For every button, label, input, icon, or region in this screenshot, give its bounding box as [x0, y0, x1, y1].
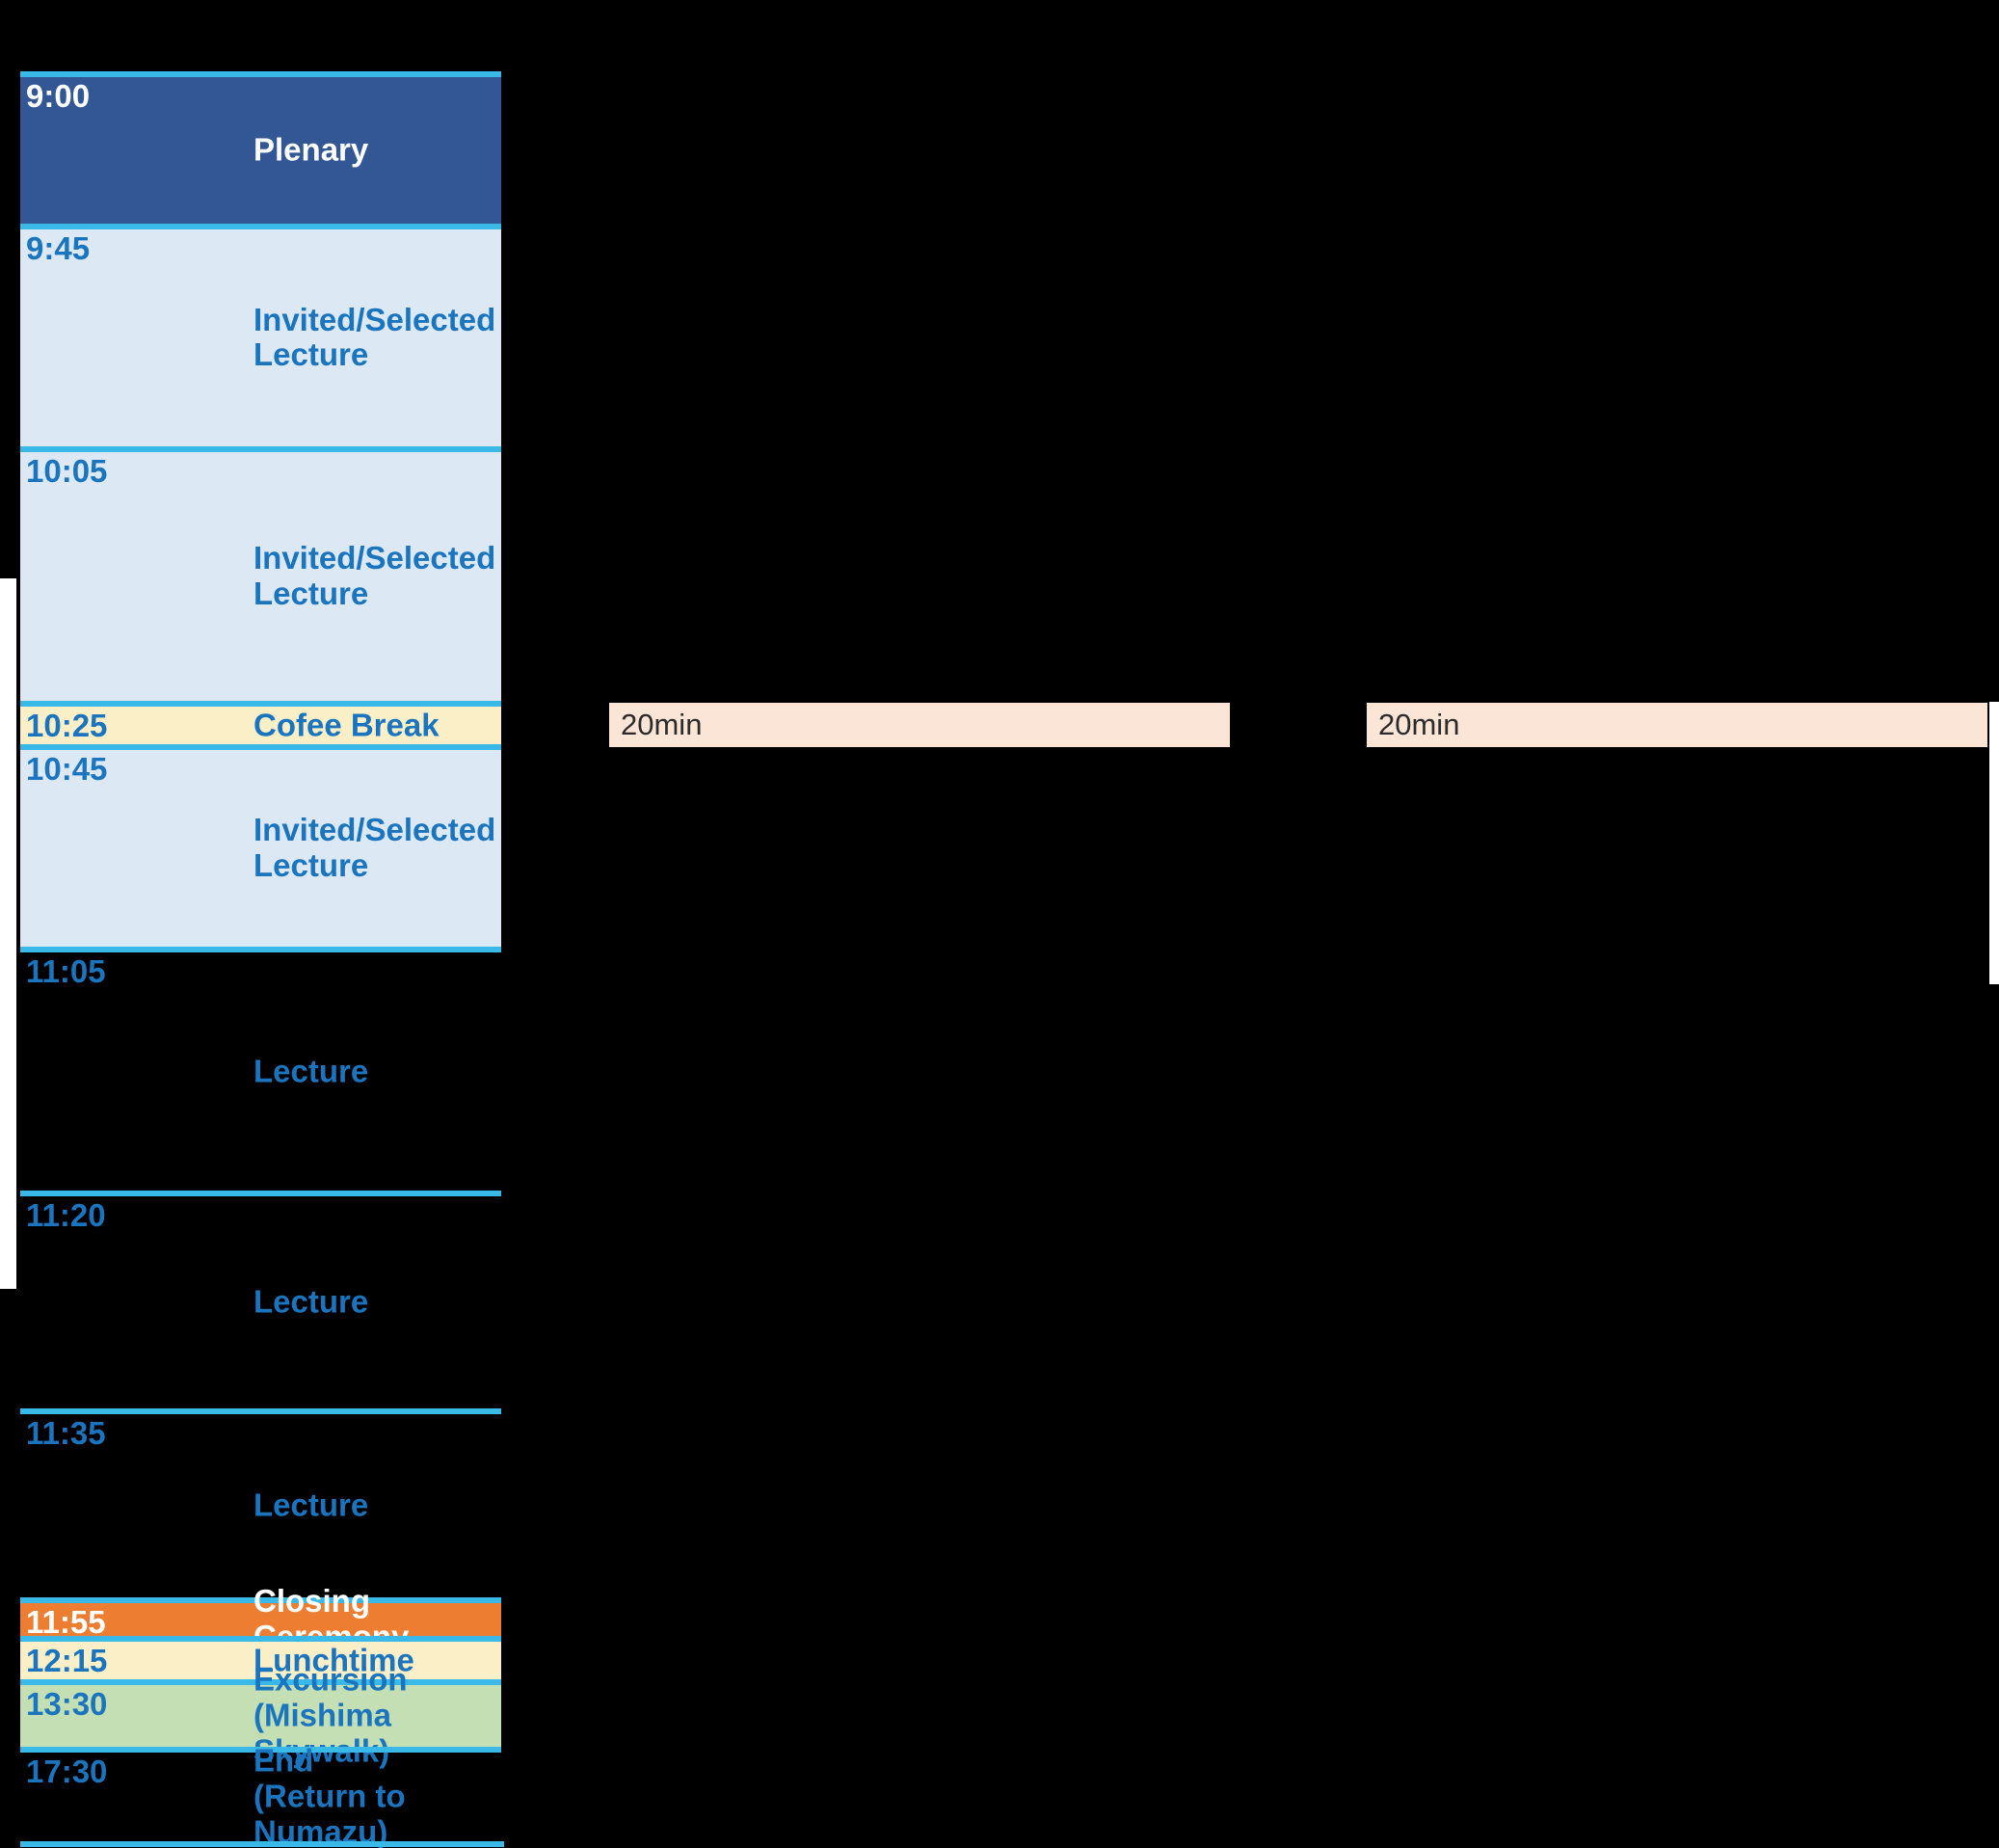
row-label: Lecture	[253, 1283, 369, 1320]
row-time: 9:45	[26, 230, 91, 266]
duration-bar-20min-2: 20min	[1367, 703, 1987, 747]
schedule-row-coffee-break: 10:25 Cofee Break	[20, 701, 501, 744]
row-time: 10:25	[26, 708, 108, 743]
row-time: 11:55	[26, 1604, 106, 1640]
row-time: 10:45	[26, 751, 108, 787]
right-edge-strip	[1989, 702, 1999, 984]
column-bottom-divider	[20, 1841, 504, 1847]
row-time: 11:05	[26, 953, 106, 989]
row-time: 11:35	[26, 1415, 106, 1451]
row-time: 12:15	[26, 1643, 108, 1678]
row-time: 9:00	[26, 78, 91, 114]
schedule-row-lecture-3: 11:35 Lecture	[20, 1408, 501, 1597]
row-label: Lecture	[253, 1486, 369, 1523]
schedule-row-closing-ceremony: 11:55 Closing Ceremony	[20, 1583, 501, 1654]
schedule-row-excursion: 13:30 Excursion (Mishima Skywalk)	[20, 1662, 501, 1768]
duration-bar-20min-1: 20min	[609, 703, 1230, 747]
row-label: Plenary	[253, 131, 369, 168]
row-label: Lunchtime	[253, 1642, 414, 1678]
schedule-row-invited-lecture-3: 10:45 Invited/Selected Lecture	[20, 744, 501, 947]
schedule-row-lunchtime: 12:15 Lunchtime	[20, 1636, 501, 1679]
row-time: 17:30	[26, 1754, 108, 1789]
row-label: Invited/Selected Lecture	[253, 540, 496, 611]
row-label: Lecture	[253, 1053, 369, 1089]
left-edge-strip	[0, 578, 16, 1289]
row-time: 11:20	[26, 1197, 106, 1233]
schedule-row-end: 17:30 End (Return to Numazu)	[20, 1743, 501, 1848]
schedule-row-invited-lecture-2: 10:05 Invited/Selected Lecture	[20, 446, 501, 701]
row-label: Invited/Selected Lecture	[253, 301, 496, 373]
row-time: 13:30	[26, 1686, 108, 1722]
row-label: End (Return to Numazu)	[253, 1742, 406, 1848]
schedule-row-lecture-2: 11:20 Lecture	[20, 1191, 501, 1408]
schedule-row-lecture-1: 11:05 Lecture	[20, 947, 501, 1191]
row-label: Invited/Selected Lecture	[253, 812, 496, 883]
row-label: Cofee Break	[253, 707, 440, 743]
schedule-row-invited-lecture-1: 9:45 Invited/Selected Lecture	[20, 224, 501, 446]
row-time: 10:05	[26, 453, 108, 489]
schedule-row-plenary: 9:00 Plenary	[20, 71, 501, 224]
